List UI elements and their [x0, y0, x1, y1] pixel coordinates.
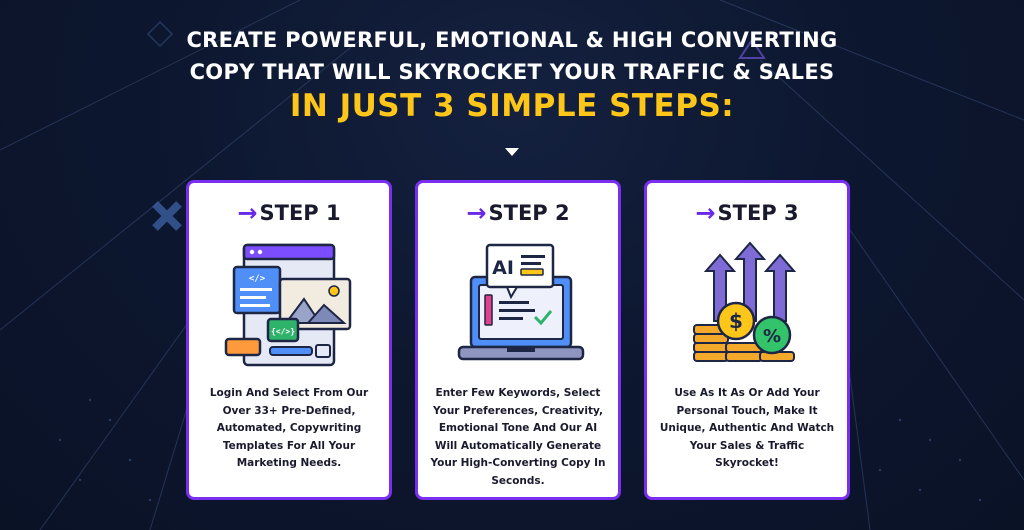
ai-laptop-icon: AI	[457, 243, 585, 361]
svg-text:{</>}: {</>}	[271, 327, 295, 336]
step-card-3: → STEP 3 $ % Use As It As Or Add Your Pe…	[644, 180, 850, 500]
step-card-2: → STEP 2 AI Enter Few Keywords, Select Y…	[415, 180, 621, 500]
headline-highlight: IN JUST 3 SIMPLE STEPS:	[289, 88, 735, 124]
svg-text:%: %	[763, 326, 781, 347]
headline: CREATE POWERFUL, EMOTIONAL & HIGH CONVER…	[0, 24, 1024, 88]
web-templates-icon: </> {</>}	[224, 243, 352, 367]
step-description-3: Use As It As Or Add Your Personal Touch,…	[659, 387, 835, 469]
arrow-right-icon: →	[237, 199, 258, 227]
svg-text:$: $	[729, 309, 743, 333]
step-label-3: STEP 3	[717, 201, 799, 225]
arrow-right-icon: →	[695, 199, 716, 227]
headline-line-2: COPY THAT WILL SKYROCKET YOUR TRAFFIC & …	[189, 60, 835, 84]
step-label-2: STEP 2	[488, 201, 570, 225]
svg-text:AI: AI	[492, 257, 514, 279]
caret-down-icon	[505, 148, 519, 156]
headline-line-1: CREATE POWERFUL, EMOTIONAL & HIGH CONVER…	[186, 28, 838, 52]
step-description-2: Enter Few Keywords, Select Your Preferen…	[430, 387, 606, 487]
money-growth-icon: $ %	[693, 241, 797, 362]
svg-text:</>: </>	[249, 274, 266, 284]
step-title-1: → STEP 1	[189, 201, 389, 225]
step-title-2: → STEP 2	[418, 201, 618, 225]
arrow-right-icon: →	[466, 199, 487, 227]
step-title-3: → STEP 3	[647, 201, 847, 225]
step-card-1: → STEP 1 </> {</>} Login And Select From…	[186, 180, 392, 500]
step-label-1: STEP 1	[259, 201, 341, 225]
step-description-1: Login And Select From Our Over 33+ Pre-D…	[209, 387, 369, 469]
